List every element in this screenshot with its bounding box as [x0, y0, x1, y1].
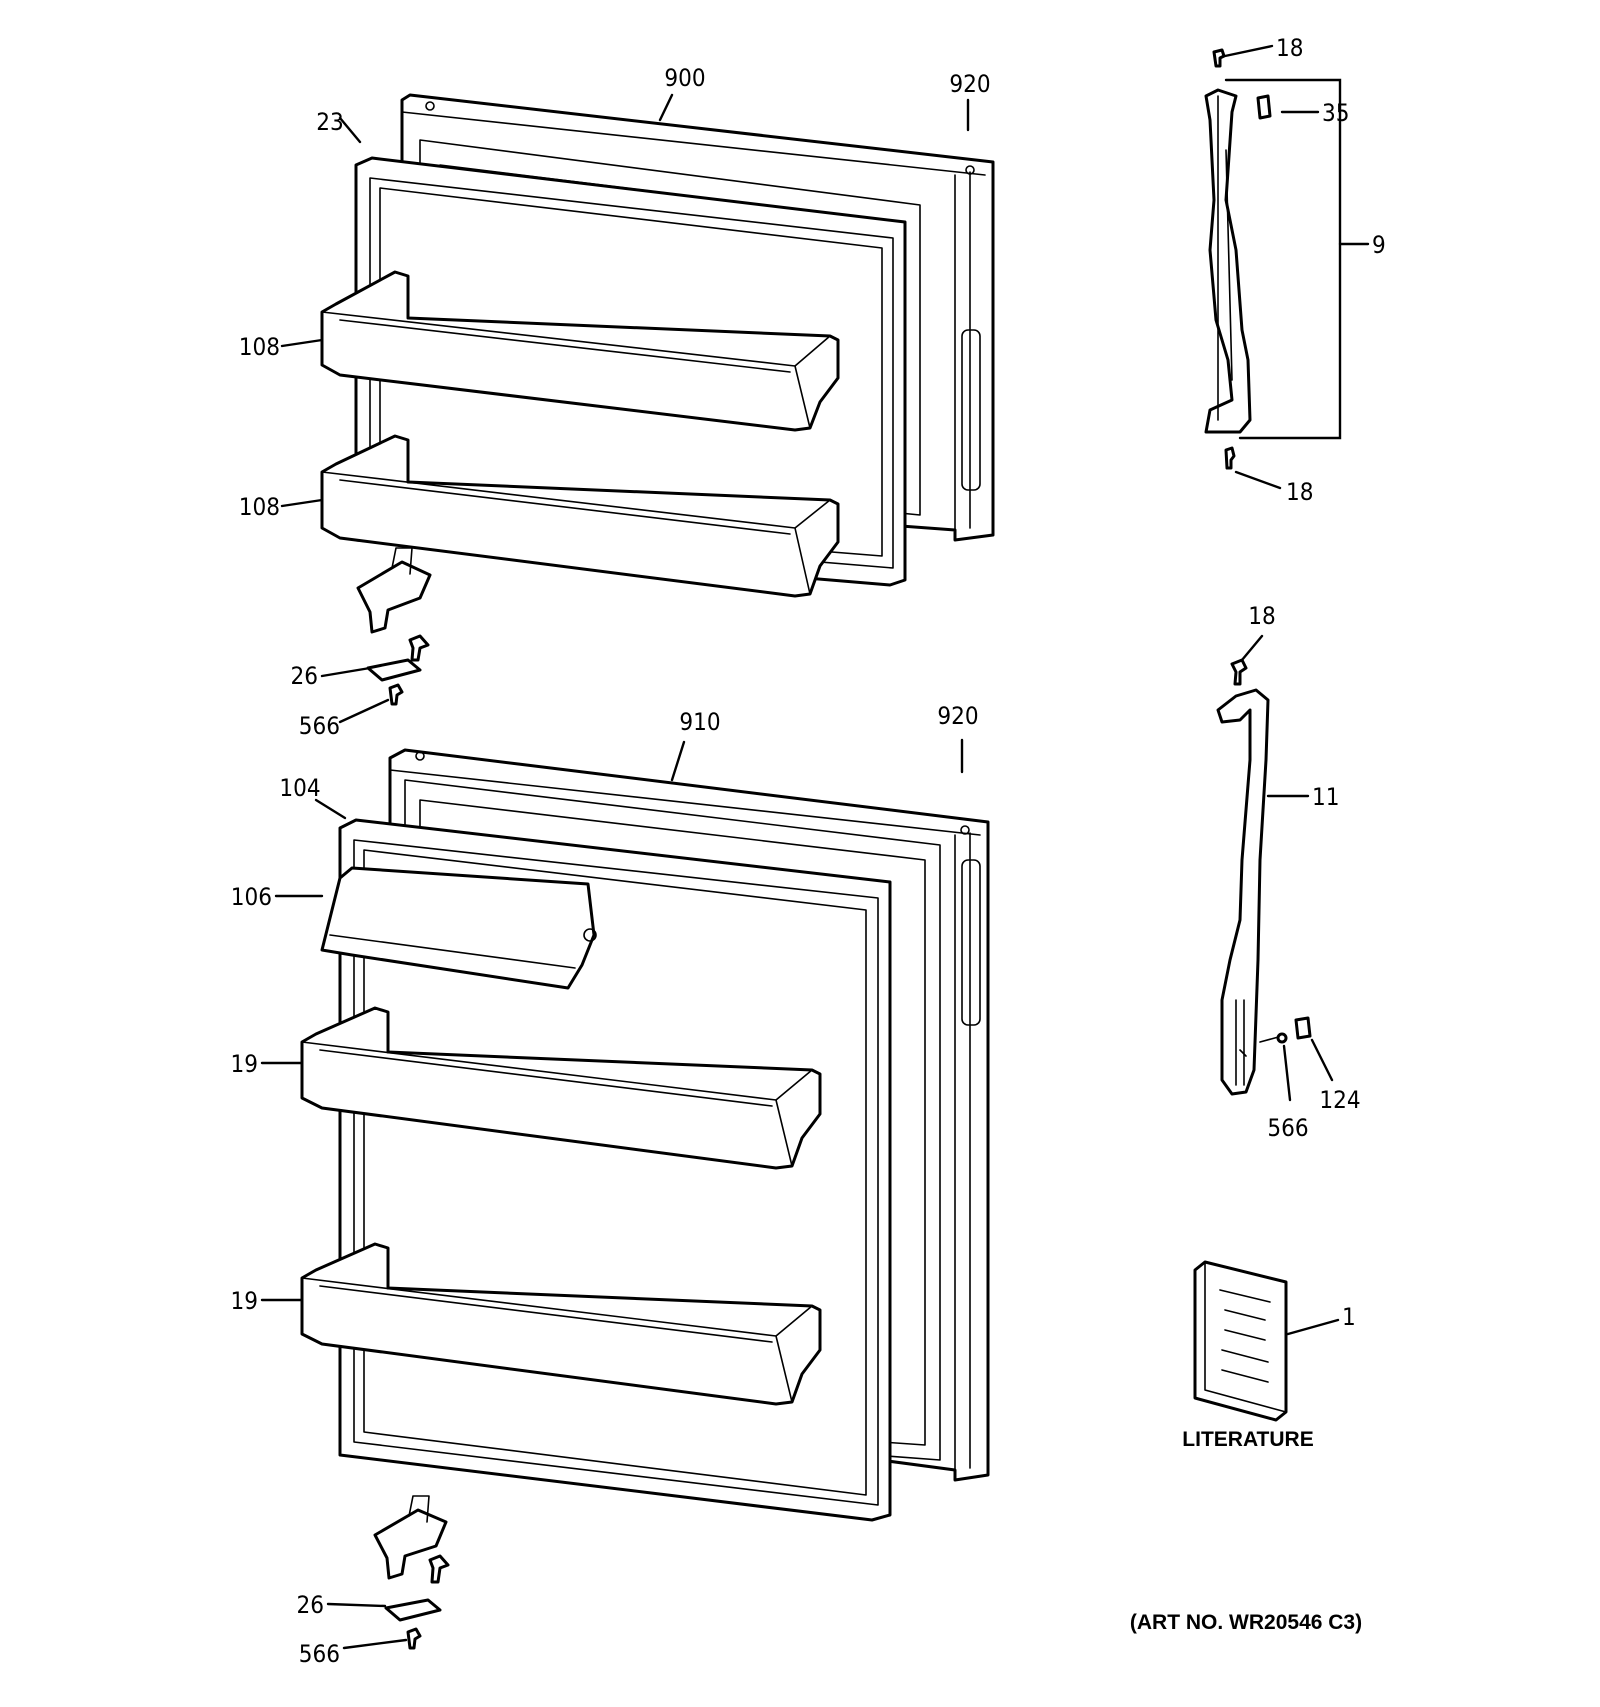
fresh-food-door-shelf-lower — [300, 1242, 822, 1406]
callout-9: 9 — [1372, 231, 1386, 259]
callout-35: 35 — [1322, 99, 1349, 127]
callout-104: 104 — [279, 774, 320, 802]
callout-910: 910 — [679, 708, 720, 736]
callout-26-bottom: 26 — [297, 1591, 324, 1619]
freezer-door-shelf-lower — [320, 434, 840, 598]
callout-124: 124 — [1319, 1086, 1360, 1114]
callout-18-low: 18 — [1248, 602, 1275, 630]
callout-108-upper: 108 — [239, 333, 280, 361]
callout-18-top: 18 — [1276, 34, 1303, 62]
leader-lines — [260, 44, 1370, 1650]
callout-18-mid: 18 — [1286, 478, 1313, 506]
dairy-compartment-106 — [320, 866, 597, 990]
fresh-food-door-shelf-upper — [300, 1006, 822, 1170]
callout-106: 106 — [231, 883, 272, 911]
callout-108-lower: 108 — [239, 493, 280, 521]
callout-26-top: 26 — [291, 662, 318, 690]
freezer-hinge-assembly — [356, 547, 432, 706]
callout-1: 1 — [1342, 1303, 1356, 1331]
literature-label: LITERATURE — [1182, 1428, 1313, 1451]
callout-19-lower: 19 — [231, 1287, 258, 1315]
callout-920-bottom: 920 — [937, 702, 978, 730]
fresh-food-handle-11 — [1216, 658, 1312, 1096]
callout-566-handle: 566 — [1267, 1114, 1308, 1142]
callout-566-top: 566 — [299, 712, 340, 740]
freezer-door-shelf-upper — [320, 270, 840, 432]
callout-920-top: 920 — [949, 70, 990, 98]
callout-labels: 900 920 23 108 108 26 566 910 920 104 10… — [231, 34, 1386, 1668]
callout-11: 11 — [1312, 783, 1339, 811]
freezer-handle-9 — [1204, 48, 1272, 470]
literature-booklet-1 — [1193, 1260, 1288, 1422]
callout-23: 23 — [316, 108, 343, 136]
callout-566-bottom: 566 — [299, 1640, 340, 1668]
callout-900: 900 — [664, 64, 705, 92]
callout-19-upper: 19 — [231, 1050, 258, 1078]
fresh-food-hinge-assembly — [373, 1495, 450, 1650]
art-number: (ART NO. WR20546 C3) — [1130, 1611, 1362, 1634]
